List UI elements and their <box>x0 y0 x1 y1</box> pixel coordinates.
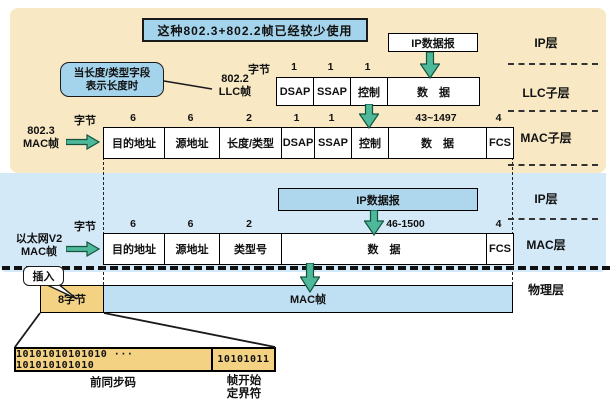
arrow-ip-to-ethv2-data-icon <box>364 210 384 236</box>
mac8023-bytes-dsap: 1 <box>293 112 300 124</box>
ethv2-bytes-fcs: 4 <box>495 218 502 230</box>
ethv2-cell-dst: 目的地址 <box>112 244 156 256</box>
arrow-llc-to-mac8023-icon <box>359 104 379 129</box>
mac8023-cell-src: 源地址 <box>164 128 219 158</box>
arrow-ethv2-to-macbar-icon <box>300 263 320 293</box>
mac8023-cell-ssap: SSAP <box>314 128 351 158</box>
sfd-label: 帧开始 定界符 <box>214 375 274 401</box>
layer-label-mac: MAC层 <box>526 238 566 252</box>
ethv2-cell-src: 源地址 <box>164 234 219 264</box>
length-type-callout: 当长度/类型字段 表示长度时 <box>60 62 164 97</box>
layer-label-mac-sub: MAC子层 <box>520 131 572 145</box>
llc-cell-ssap: SSAP <box>313 78 350 105</box>
mac8023-bytes-ssap: 1 <box>328 112 335 124</box>
layer-separator-1 <box>508 63 598 65</box>
preamble-bits-right: 10101011 <box>217 354 270 365</box>
ethv2-bytes-data: 46-1500 <box>386 218 425 230</box>
callout-line1: 当长度/类型字段 <box>73 66 151 79</box>
mac8023-frame-name-line1: 802.3 <box>27 125 55 137</box>
mac8023-bytes-dst: 6 <box>130 112 136 124</box>
ip-datagram-box-blue: IP数据报 <box>278 188 478 211</box>
right-frame-edge-dashed-line <box>512 157 513 285</box>
layer-label-ip-mid: IP层 <box>534 192 558 206</box>
ethv2-pointer-arrow-icon <box>66 241 100 257</box>
preamble-bits-left: 10101010101010 ··· 101010101010 <box>16 349 213 371</box>
llc-bytes-control: 1 <box>364 61 371 73</box>
mac8023-cell-fcs: FCS <box>486 128 513 158</box>
mac8023-byte-word: 字节 <box>74 115 96 127</box>
llc-bytes-row: 1 1 1 <box>276 61 478 75</box>
layer-separator-4 <box>508 218 598 220</box>
mac8023-cell-lentype: 长度/类型 <box>219 128 281 158</box>
layer-label-physical: 物理层 <box>527 283 564 297</box>
insert-callout: 插入 <box>23 266 64 286</box>
mac8023-bytes-src: 6 <box>187 112 194 124</box>
llc-frame-name-line1: 802.2 <box>221 73 249 85</box>
mac8023-cell-dsap: DSAP <box>281 128 314 158</box>
llc-bytes-ssap: 1 <box>327 61 334 73</box>
preamble-label: 前同步码 <box>90 377 136 389</box>
preamble-bits-box: 10101010101010 ··· 101010101010 10101011 <box>14 347 276 372</box>
layer-label-llc: LLC子层 <box>522 86 570 100</box>
ethv2-bytes-dst: 6 <box>130 218 136 230</box>
llc-cell-data: 数 据 <box>387 78 479 105</box>
layer-separator-2 <box>508 110 598 112</box>
mac8023-frame-name-line2: MAC帧 <box>22 138 60 150</box>
mac8023-bytes-row: 6 6 2 1 1 1 43~1497 4 <box>103 112 512 126</box>
mac8023-bytes-lentype: 2 <box>246 112 252 124</box>
ethv2-frame-name-line2: MAC帧 <box>20 246 58 258</box>
llc-cell-dsap: DSAP <box>279 85 311 98</box>
mac-frame-bar: MAC帧 <box>103 285 513 313</box>
mac8023-pointer-arrow-icon <box>66 134 100 150</box>
layer-separator-3 <box>508 164 598 166</box>
layer-label-ip-top: IP层 <box>534 36 558 50</box>
ethv2-bytes-src: 6 <box>187 218 194 230</box>
ethv2-bytes-row: 6 6 2 46-1500 4 <box>103 218 512 232</box>
banner-note: 这种802.3+802.2帧已经较少使用 <box>142 18 368 42</box>
llc-frame-name: 802.2 LLC帧 <box>204 73 266 99</box>
llc-byte-word: 字节 <box>248 64 270 76</box>
mac8023-bytes-fcs: 4 <box>495 112 502 124</box>
ethv2-cell-type: 类型号 <box>219 234 281 264</box>
ethv2-frame-row: 目的地址 源地址 类型号 数 据 FCS <box>103 233 514 265</box>
mac8023-frame-row: 目的地址 源地址 长度/类型 DSAP SSAP 控制 数 据 FCS <box>103 127 514 159</box>
sfd-label-line1: 帧开始 <box>226 375 262 387</box>
mac8023-cell-data: 数 据 <box>388 128 486 158</box>
ethv2-frame-name: 以太网V2 MAC帧 <box>8 233 70 259</box>
sfd-label-line2: 定界符 <box>226 388 262 400</box>
left-frame-edge-dashed-line <box>103 157 104 285</box>
mac8023-frame-name: 802.3 MAC帧 <box>10 125 72 151</box>
ethv2-byte-word: 字节 <box>74 221 96 233</box>
callout-line2: 表示长度时 <box>85 79 139 92</box>
ethv2-frame-name-line1: 以太网V2 <box>15 233 63 245</box>
llc-frame-row: DSAP SSAP 控制 数 据 <box>276 77 480 106</box>
mac8023-bytes-data: 43~1497 <box>415 112 457 124</box>
eight-bytes-box: 8字节 <box>40 285 104 313</box>
expansion-line-right <box>103 312 276 348</box>
llc-cell-control: 控制 <box>350 78 387 105</box>
ethv2-bytes-type: 2 <box>246 218 252 230</box>
arrow-ip-to-llc-data-icon <box>420 52 440 79</box>
llc-bytes-dsap: 1 <box>291 61 297 73</box>
mac8023-cell-dst: 目的地址 <box>112 138 156 150</box>
mac8023-cell-control: 控制 <box>351 128 388 158</box>
ethv2-cell-fcs: FCS <box>486 234 513 264</box>
ethv2-cell-data: 数 据 <box>281 234 486 264</box>
llc-frame-name-line2: LLC帧 <box>218 86 252 98</box>
expansion-line-left <box>14 312 41 348</box>
ip-datagram-box-top: IP数据报 <box>388 33 478 52</box>
